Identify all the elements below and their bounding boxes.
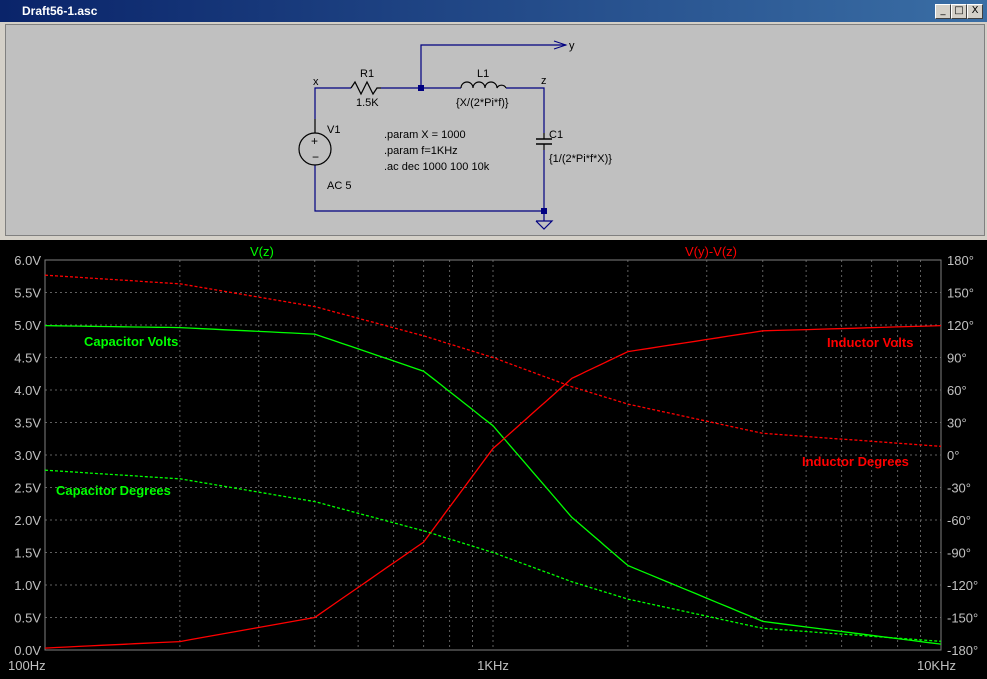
junction-dot <box>418 85 424 91</box>
left-tick-label: 5.5V <box>14 286 41 301</box>
pane-divider[interactable] <box>0 236 987 240</box>
voltage-source-icon[interactable]: + − <box>298 119 332 166</box>
net-label-x: x <box>313 76 319 88</box>
schematic-drawing: + − x y z R1 1.5K L1 {X/(2*Pi*f)} C1 {1/… <box>298 40 612 230</box>
waveform-plot[interactable]: 6.0V 5.5V 5.0V 4.5V 4.0V 3.5V 3.0V 2.5V 2.0V 1.5V… <box>0 240 987 679</box>
annotation-capacitor-volts: Capacitor Volts <box>84 334 178 349</box>
l1-value: {X/(2*Pi*f)} <box>456 97 509 109</box>
svg-text:+: + <box>311 134 318 148</box>
right-tick-label: 0° <box>947 448 959 463</box>
x-axis-ticks: 100Hz 1KHz 10KHz <box>8 658 956 673</box>
plot-frame <box>44 259 942 651</box>
resistor-icon[interactable] <box>350 80 381 96</box>
right-tick-label: -30° <box>947 481 971 496</box>
right-tick-label: -150° <box>947 611 978 626</box>
right-tick-label: -180° <box>947 643 978 658</box>
trace-label-vy-vz[interactable]: V(y)-V(z) <box>685 244 737 259</box>
right-tick-label: 60° <box>947 383 967 398</box>
trace-label-vz[interactable]: V(z) <box>250 244 274 259</box>
left-tick-label: 6.0V <box>14 253 41 268</box>
left-axis-ticks: 6.0V 5.5V 5.0V 4.5V 4.0V 3.5V 3.0V 2.5V 2.0V 1.5V… <box>14 253 41 658</box>
right-tick-label: 180° <box>947 253 974 268</box>
close-button[interactable]: X <box>967 4 983 19</box>
annotation-inductor-volts: Inductor Volts <box>827 335 913 350</box>
capacitor-volts-trace <box>44 324 942 645</box>
c1-name: C1 <box>549 129 563 141</box>
left-tick-label: 0.5V <box>14 611 41 626</box>
left-tick-label: 0.0V <box>14 643 41 658</box>
maximize-button[interactable]: □ <box>951 4 967 19</box>
right-axis-ticks: 180° 150° 120° 90° 60° 30° 0° -30° -60° -90° -120°… <box>947 253 978 658</box>
l1-name: L1 <box>477 68 489 80</box>
right-tick-label: -60° <box>947 513 971 528</box>
v1-name: V1 <box>327 124 340 136</box>
right-tick-label: -120° <box>947 578 978 593</box>
spice-directive[interactable]: .param X = 1000 <box>384 129 466 141</box>
spice-directive[interactable]: .param f=1KHz <box>384 145 458 157</box>
left-tick-label: 3.0V <box>14 448 41 463</box>
left-tick-label: 4.5V <box>14 351 41 366</box>
r1-name: R1 <box>360 68 374 80</box>
left-tick-label: 5.0V <box>14 318 41 333</box>
x-tick-label: 100Hz <box>8 658 46 673</box>
capacitor-degrees-trace <box>44 469 942 642</box>
svg-text:−: − <box>312 150 319 164</box>
annotation-capacitor-degrees: Capacitor Degrees <box>56 483 171 498</box>
waveform-pane[interactable]: 6.0V 5.5V 5.0V 4.5V 4.0V 3.5V 3.0V 2.5V 2.0V 1.5V… <box>0 240 987 679</box>
capacitor-icon[interactable] <box>536 133 552 150</box>
minimize-button[interactable]: _ <box>935 4 951 19</box>
right-tick-label: 30° <box>947 416 967 431</box>
inductor-volts-trace <box>44 324 942 649</box>
inductor-icon[interactable] <box>460 81 507 89</box>
c1-value: {1/(2*Pi*f*X)} <box>549 153 612 165</box>
left-tick-label: 2.0V <box>14 513 41 528</box>
ground-icon[interactable] <box>535 220 554 230</box>
title-bar[interactable]: Draft56-1.asc _ □ X <box>0 0 987 22</box>
schematic-pane[interactable]: + − x y z R1 1.5K L1 {X/(2*Pi*f)} C1 {1/… <box>5 24 985 236</box>
inductor-degrees-trace <box>44 274 942 447</box>
left-tick-label: 1.5V <box>14 546 41 561</box>
net-label-y: y <box>569 40 575 52</box>
left-tick-label: 2.5V <box>14 481 41 496</box>
plot-traces <box>44 274 942 649</box>
left-tick-label: 3.5V <box>14 416 41 431</box>
right-tick-label: -90° <box>947 546 971 561</box>
label-flag-icon <box>553 40 568 50</box>
annotation-inductor-degrees: Inductor Degrees <box>802 454 909 469</box>
r1-value: 1.5K <box>356 97 379 109</box>
spice-directive[interactable]: .ac dec 1000 100 10k <box>384 161 490 173</box>
left-tick-label: 1.0V <box>14 578 41 593</box>
right-tick-label: 120° <box>947 318 974 333</box>
x-tick-label: 1KHz <box>477 658 509 673</box>
junction-dot <box>541 208 547 214</box>
window-title: Draft56-1.asc <box>22 4 98 18</box>
right-tick-label: 150° <box>947 286 974 301</box>
left-tick-label: 4.0V <box>14 383 41 398</box>
right-tick-label: 90° <box>947 351 967 366</box>
wires <box>314 44 566 221</box>
x-tick-label: 10KHz <box>917 658 956 673</box>
v1-value: AC 5 <box>327 180 351 192</box>
net-label-z: z <box>541 75 547 87</box>
